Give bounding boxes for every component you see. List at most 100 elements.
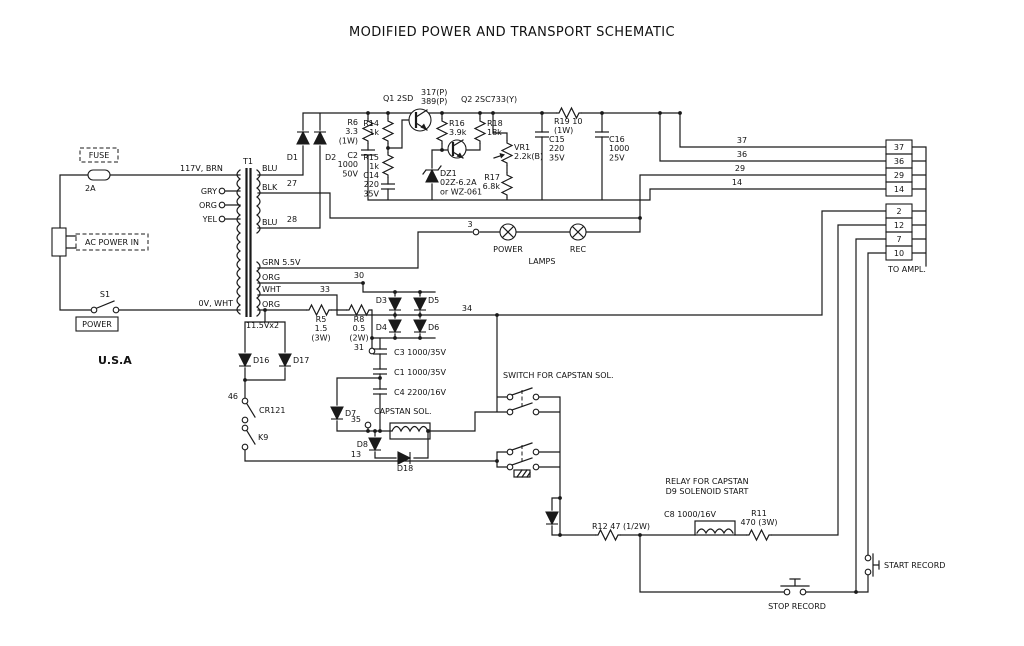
node-35-label: 35 bbox=[351, 415, 361, 424]
tap-yel-label: YEL bbox=[202, 215, 218, 224]
primary-winding bbox=[236, 169, 241, 315]
q1-types-label: 317(P)389(P) bbox=[421, 88, 447, 106]
fuse-label: FUSE bbox=[89, 151, 110, 160]
relay-caption-1: RELAY FOR CAPSTAN bbox=[665, 477, 748, 486]
sec-blu-top-label: BLU bbox=[262, 164, 278, 173]
transformer-t1 bbox=[236, 168, 261, 317]
switch-s1-contact bbox=[112, 306, 120, 314]
stop-record-contact bbox=[783, 588, 791, 596]
terminal-block: 37 36 29 14 2 12 7 10 bbox=[885, 139, 913, 261]
terminal-number: 36 bbox=[894, 157, 904, 166]
sec-blu-bot-label: BLU bbox=[262, 218, 278, 227]
node-13-label: 13 bbox=[351, 450, 361, 459]
lamps-caption: LAMPS bbox=[529, 257, 556, 266]
cr121-contact bbox=[241, 416, 249, 424]
wire-37-label: 37 bbox=[737, 136, 747, 145]
node-27-label: 27 bbox=[287, 179, 297, 188]
c4-label: C4 2200/16V bbox=[394, 388, 446, 397]
relay-caption-2: D9 SOLENOID START bbox=[666, 487, 749, 496]
terminal-number: 12 bbox=[894, 221, 904, 230]
switch-s1-lever bbox=[96, 300, 115, 309]
rec-lamp bbox=[569, 223, 587, 241]
tap-pin-yel bbox=[218, 215, 226, 223]
line-hot-label: 117V, BRN bbox=[180, 164, 223, 173]
node-3-label: 3 bbox=[467, 220, 472, 229]
q2-label: Q2 2SC733(Y) bbox=[461, 95, 517, 104]
capstan-switch-contact bbox=[506, 408, 514, 416]
stop-record-contact bbox=[799, 588, 807, 596]
secondary-winding-top bbox=[256, 169, 261, 234]
start-record-button bbox=[872, 553, 880, 577]
stop-record-label: STOP RECORD bbox=[768, 602, 826, 611]
country-label: U.S.A bbox=[98, 354, 132, 367]
d8-label: D8 bbox=[357, 440, 368, 449]
d2-label: D2 bbox=[325, 153, 336, 162]
tap-pin-org bbox=[218, 201, 226, 209]
start-record-contact bbox=[864, 568, 872, 576]
secondary-winding-bottom bbox=[256, 261, 261, 317]
to-ampl-label: TO AMPL. bbox=[887, 265, 926, 274]
capstan-relay-coil bbox=[694, 520, 736, 536]
capstan-switch-caption: SWITCH FOR CAPSTAN SOL. bbox=[503, 371, 614, 380]
tap-gry-label: GRY bbox=[201, 187, 217, 196]
wire-14-label: 14 bbox=[732, 178, 742, 187]
terminal-number: 14 bbox=[894, 185, 904, 194]
node-46-label: 46 bbox=[228, 392, 238, 401]
node-46-pin bbox=[241, 397, 249, 405]
terminal-number: 29 bbox=[894, 171, 904, 180]
tap-pin-gry bbox=[218, 187, 226, 195]
ac-power-in-box bbox=[75, 233, 149, 251]
capstan-switch bbox=[511, 387, 533, 411]
k9-contact bbox=[241, 443, 249, 451]
ac-power-in-label: AC POWER IN bbox=[85, 238, 139, 247]
sec-wht-label: WHT bbox=[262, 285, 281, 294]
r19-label: R19 10(1W) bbox=[554, 117, 582, 135]
node-3-pin bbox=[472, 228, 480, 236]
terminal-number: 7 bbox=[896, 235, 901, 244]
ac-plug-symbol bbox=[51, 227, 67, 257]
tap-org-label: ORG bbox=[199, 201, 217, 210]
vr1-wiper-arrowhead bbox=[499, 153, 505, 159]
terminal-number: 10 bbox=[894, 249, 904, 258]
relay-switch-contact bbox=[506, 448, 514, 456]
node-30-label: 30 bbox=[354, 271, 364, 280]
fuse-symbol bbox=[87, 169, 111, 181]
capstan-switch-contact bbox=[532, 408, 540, 416]
node-35-pin bbox=[364, 421, 372, 429]
transistor-q2 bbox=[447, 139, 467, 159]
t1-label: T1 bbox=[242, 157, 253, 166]
wires-terminal-leads bbox=[911, 146, 927, 267]
power-switch-label: POWER bbox=[82, 320, 112, 329]
wire-36-label: 36 bbox=[737, 150, 747, 159]
capstan-switch-contact bbox=[532, 393, 540, 401]
capstan-sol-caption: CAPSTAN SOL. bbox=[374, 407, 432, 416]
c1-label: C1 1000/35V bbox=[394, 368, 446, 377]
wire-29-label: 29 bbox=[735, 164, 745, 173]
start-record-label: START RECORD bbox=[884, 561, 945, 570]
sec-blk-label: BLK bbox=[262, 183, 278, 192]
start-record-contact bbox=[864, 554, 872, 562]
wires-lower-section bbox=[244, 210, 887, 593]
fuse-rating-label: 2A bbox=[85, 184, 96, 193]
r12-label: R12 47 (1/2W) bbox=[592, 522, 650, 531]
sec-org1-label: ORG bbox=[262, 273, 280, 282]
c3-label: C3 1000/35V bbox=[394, 348, 446, 357]
transformer-rating-label: 11.5Vx2 bbox=[246, 321, 279, 330]
k9-contact bbox=[241, 424, 249, 432]
terminal-number: 37 bbox=[894, 143, 904, 152]
s1-label: S1 bbox=[100, 290, 110, 299]
power-lamp-label: POWER bbox=[493, 245, 523, 254]
d18-label: D18 bbox=[397, 464, 413, 473]
connector-pins bbox=[90, 187, 872, 596]
